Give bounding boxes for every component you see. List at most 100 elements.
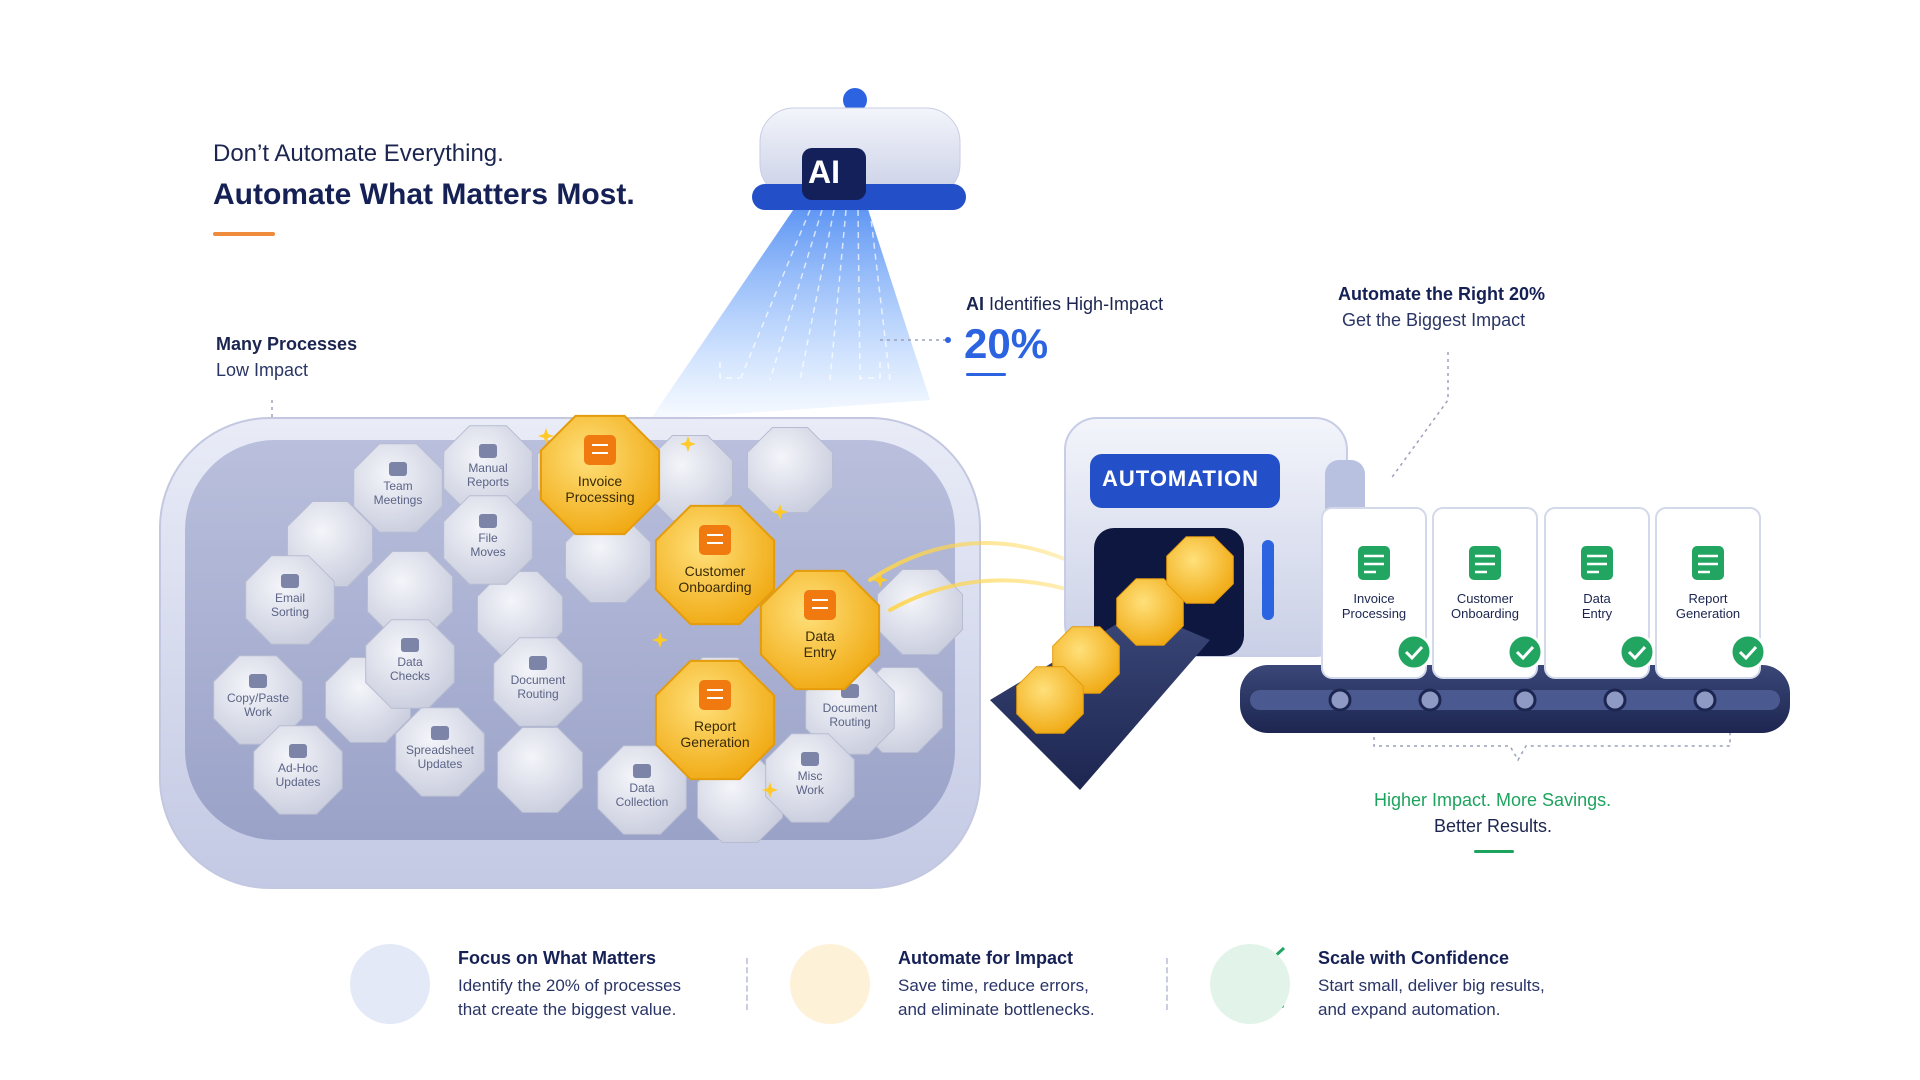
process-icon-detail (707, 689, 723, 699)
output-card (1544, 507, 1650, 679)
gold-cube (1166, 536, 1234, 604)
gray-block-label-line-1: Spreadsheet (405, 743, 475, 757)
gray-block-label-line-2: Sorting (270, 604, 310, 619)
process-icon (249, 674, 267, 688)
output-card-label-line-2: Generation (1675, 605, 1741, 621)
headline-line-2: Automate What Matters Most. (213, 178, 635, 211)
gray-block-label-line-2: Routing (829, 714, 871, 729)
benefit-focus: Focus on What Matters Identify the 20% o… (350, 940, 770, 1030)
gold-block-label-line-1: Report (693, 718, 737, 734)
check-icon (1729, 633, 1767, 671)
check-mark (1738, 645, 1758, 661)
gray-block-label-line-2: Reports (466, 474, 510, 489)
gold-block-label-line-2: Generation (680, 734, 750, 751)
bar-chart-icon (1692, 546, 1724, 580)
automation-machine-label: AUTOMATION (1102, 466, 1260, 491)
headline-line-1: Don’t Automate Everything. (213, 140, 504, 167)
right-callout-title: Automate the Right 20% (1338, 284, 1546, 304)
gold-cube (1016, 666, 1084, 734)
benefit-title: Scale with Confidence (1318, 948, 1510, 968)
gold-block-label-line-2: Processing (565, 489, 635, 506)
sparkle-icon (762, 782, 778, 798)
benefit-desc-1: Start small, deliver big results, (1318, 976, 1545, 995)
gray-process-block (365, 619, 455, 709)
check-mark (1515, 645, 1535, 661)
gray-process-block (747, 427, 833, 513)
gray-block-label-line-2: Moves (470, 544, 506, 559)
process-icon-detail (592, 444, 608, 454)
output-card-label-line-2: Entry (1581, 605, 1613, 621)
gray-process-block (493, 637, 583, 727)
gray-process-block (443, 495, 533, 585)
sparkle-icon (680, 436, 696, 452)
check-icon (1506, 633, 1544, 671)
gray-process-block (395, 707, 485, 797)
benefit-desc-1: Identify the 20% of processes (458, 976, 682, 995)
roller (1513, 688, 1537, 712)
gray-process-block (877, 569, 963, 655)
ai-callout-underline (966, 373, 1006, 376)
gold-block-label-line-2: Onboarding (678, 579, 752, 596)
sparkle-icon (538, 428, 554, 444)
ai-device-label: AI (808, 154, 840, 190)
sparkle-icon (652, 632, 668, 648)
check-icon (1618, 633, 1656, 671)
output-card-label-line-2: Onboarding (1451, 605, 1519, 621)
process-icon (479, 514, 497, 528)
gray-block-label-line-1: Data (397, 655, 423, 669)
process-icon (633, 764, 651, 778)
right-callout-subtitle: Get the Biggest Impact (1342, 310, 1526, 330)
scan-lines (719, 209, 891, 381)
output-card-label-line-1: Invoice (1353, 591, 1395, 606)
benefit-divider (1166, 958, 1168, 1010)
gray-block-label-line-1: Data (629, 781, 655, 795)
check-mark (1404, 645, 1424, 661)
check-icon (1395, 633, 1433, 671)
ai-callout-percent: 20% (964, 320, 1049, 367)
results-line-2: Better Results. (1434, 816, 1553, 836)
automation-badge (1090, 454, 1280, 508)
process-icon (479, 444, 497, 458)
process-icon-detail (707, 534, 723, 544)
many-processes-subtitle: Low Impact (216, 360, 309, 380)
gold-process-block (654, 659, 776, 781)
process-icon (529, 656, 547, 670)
gray-block-label-line-2: Updates (275, 774, 321, 789)
gold-block-label-line-1: Customer (684, 563, 746, 579)
ai-callout-prefix: AI (966, 294, 984, 314)
gray-block-label-line-2: Meetings (373, 492, 423, 507)
process-icon (289, 744, 307, 758)
check-mark (1627, 645, 1647, 661)
gray-block-label-line-1: File (478, 531, 498, 545)
headline-underline (213, 232, 275, 236)
gold-blocks (538, 414, 888, 798)
gray-process-block (765, 733, 855, 823)
gray-block-label-line-2: Routing (517, 686, 559, 701)
benefit-impact: Automate for Impact Save time, reduce er… (790, 940, 1170, 1030)
lightning-icon (790, 944, 870, 1024)
output-card-label-line-1: Data (1583, 591, 1611, 606)
ai-scan-beam (650, 200, 930, 420)
ai-callout-label: AI Identifies High-Impact (966, 294, 1163, 315)
output-card (1321, 507, 1427, 679)
leader-lines (271, 339, 1731, 762)
process-icon (401, 638, 419, 652)
benefit-desc-2: that create the biggest value. (458, 1000, 677, 1019)
benefit-scale: Scale with Confidence Start small, deliv… (1210, 940, 1630, 1030)
growth-chart-icon (1210, 944, 1290, 1024)
